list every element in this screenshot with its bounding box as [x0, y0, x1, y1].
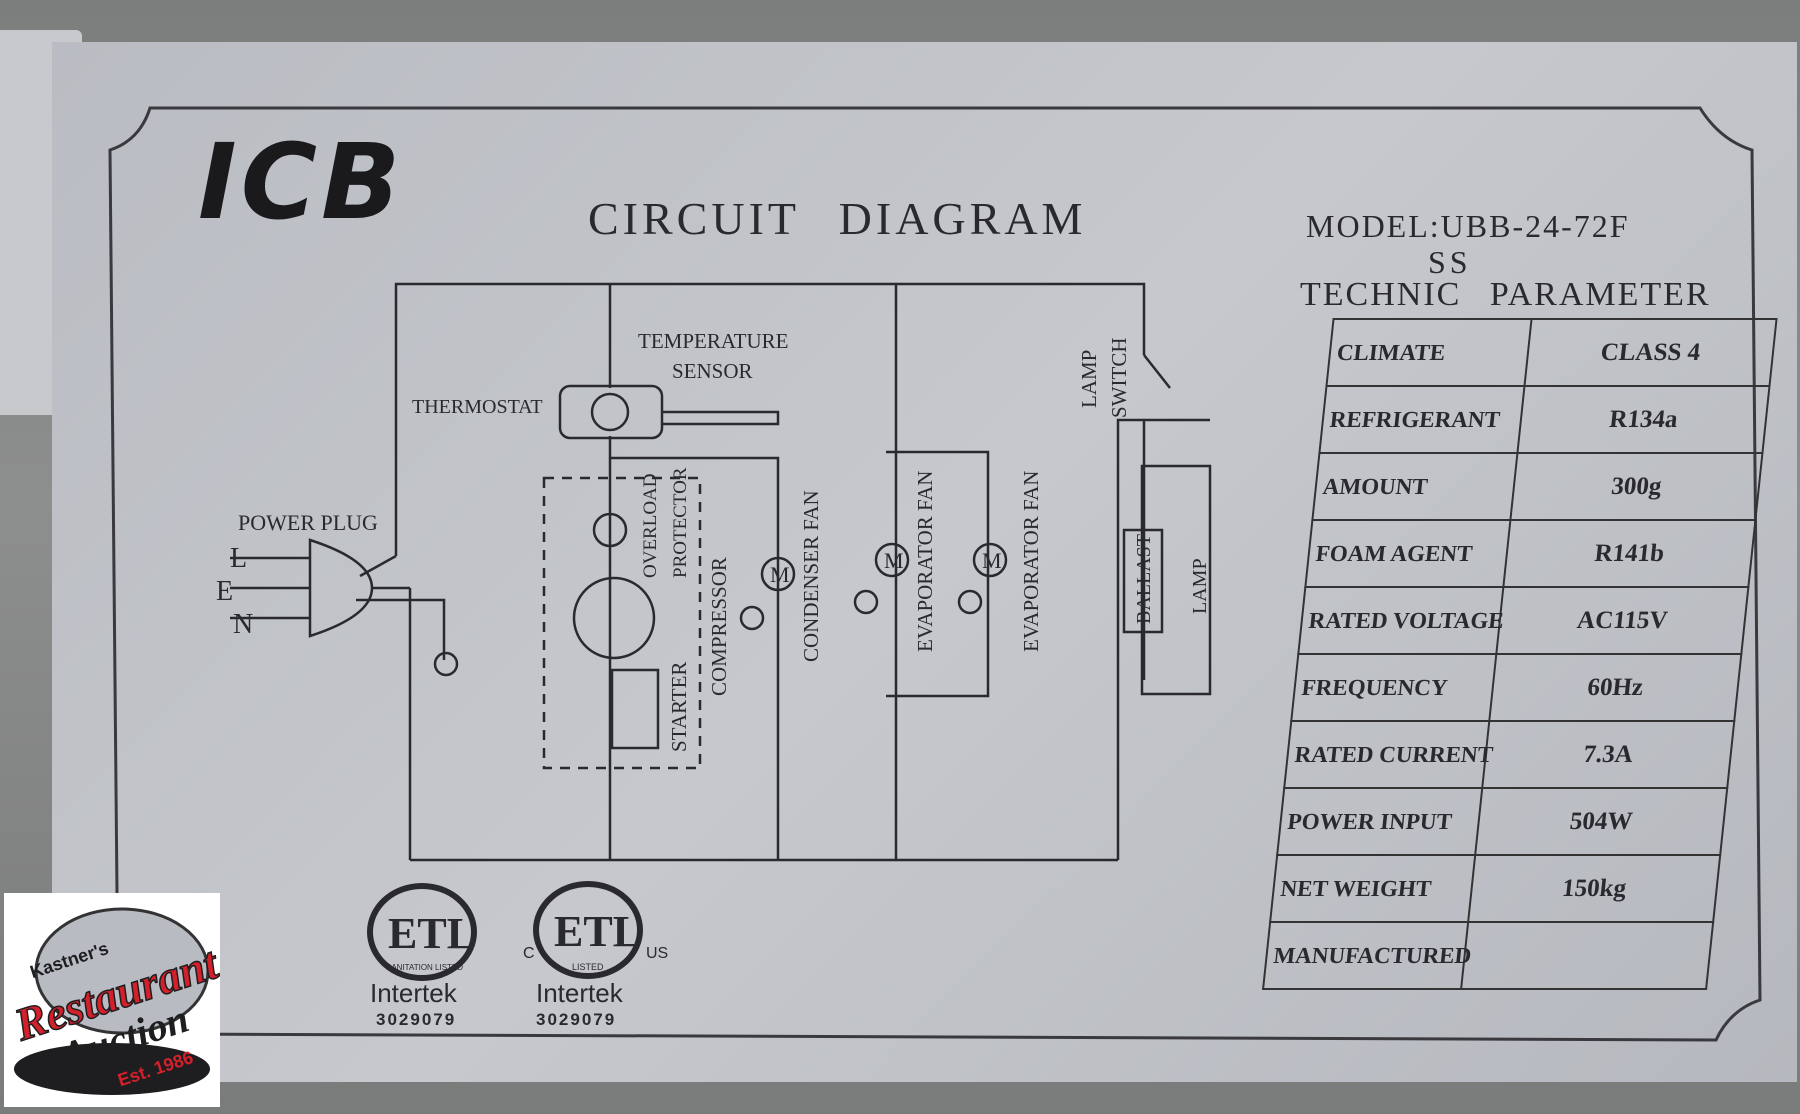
parameter-row: MANUFACTURED — [1262, 923, 1715, 990]
starter-label: STARTER — [667, 662, 691, 752]
temperature-sensor-label: TEMPERATURE — [638, 329, 789, 353]
motor-letter: M — [884, 548, 904, 573]
compressor-enclosure — [542, 476, 702, 770]
plug-body — [308, 538, 374, 638]
overload-label: PROTECTOR — [670, 467, 691, 578]
model-suffix: SS — [1428, 244, 1472, 280]
parameter-value: 7.3A — [1582, 740, 1635, 768]
lamp-switch-label: LAMP — [1077, 350, 1101, 408]
parameter-key: POWER INPUT — [1278, 789, 1484, 854]
plug-l-label: L — [230, 543, 247, 574]
lamp-return — [1116, 418, 1210, 860]
evaporator-fan-label: EVAPORATOR FAN — [1019, 471, 1043, 652]
thermostat-dial — [590, 392, 630, 432]
ground-icon — [739, 605, 765, 631]
circuit-diagram-plate — [52, 42, 1797, 1082]
parameter-row: RATED VOLTAGE AC115V — [1297, 588, 1750, 655]
lamp-tube — [1140, 464, 1212, 696]
evaporator-fan-label: EVAPORATOR FAN — [913, 471, 937, 652]
etl-sub-text: LISTED — [572, 962, 604, 972]
evaporator-loop — [886, 450, 990, 698]
condenser-fan-motor — [760, 556, 796, 592]
parameter-row: RATED CURRENT 7.3A — [1283, 722, 1736, 789]
etl-listed-mark: ETL LISTED C US — [523, 881, 668, 979]
etl-mark-text: ETL — [388, 909, 476, 958]
parameter-key: MANUFACTURED — [1264, 923, 1473, 988]
parameter-value: 150kg — [1560, 874, 1628, 902]
plug-e-label: E — [216, 576, 233, 607]
parameter-key: REFRIGERANT — [1320, 387, 1526, 452]
model-number: UBB-24-72F — [1440, 208, 1630, 244]
parameter-value: CLASS 4 — [1599, 338, 1702, 366]
ground-icon — [433, 651, 459, 677]
model-label: MODEL: — [1306, 208, 1441, 244]
sensor-probe — [662, 410, 780, 426]
parameter-row: POWER INPUT 504W — [1276, 789, 1729, 856]
condenser-fan-label: CONDENSER FAN — [799, 490, 823, 662]
parameter-key: NET WEIGHT — [1271, 856, 1477, 921]
parameter-row: CLIMATE CLASS 4 — [1325, 318, 1778, 387]
starter-box — [610, 668, 660, 750]
parameter-row: REFRIGERANT R134a — [1318, 387, 1771, 454]
etl-mark-text: ETL — [554, 907, 642, 956]
thermostat-label: THERMOSTAT — [412, 396, 543, 418]
parameter-heading: TECHNIC PARAMETER — [1300, 276, 1711, 313]
etl-sanitation-mark: ETL SANITATION LISTED — [367, 883, 477, 981]
motor-letter: M — [982, 548, 1002, 573]
parameter-value: R141b — [1593, 539, 1666, 567]
ballast-label: BALLAST — [1133, 534, 1155, 624]
intertek-label: Intertek — [370, 978, 457, 1008]
evaporator-fan-motor-2 — [972, 542, 1008, 578]
etl-sub-text: SANITATION LISTED — [386, 963, 463, 972]
etl-us-text: US — [646, 945, 668, 962]
parameter-key: FREQUENCY — [1292, 655, 1498, 720]
cert-number: 3029079 — [536, 1010, 617, 1029]
parameter-key: RATED VOLTAGE — [1299, 588, 1505, 653]
parameter-row: AMOUNT 300g — [1311, 454, 1764, 521]
power-plug-label: POWER PLUG — [238, 510, 378, 535]
motor-letter: M — [770, 562, 790, 587]
parameter-key: CLIMATE — [1327, 320, 1533, 385]
condenser-branch — [610, 456, 780, 860]
restaurant-auction-badge: Kastner's Restaurant Auction Est. 1986 — [4, 893, 226, 1107]
top-bus — [394, 282, 1146, 556]
lamp-switch-label: SWITCH — [1107, 338, 1131, 419]
ground-icon — [957, 589, 983, 615]
overload-label: OVERLOAD — [640, 474, 661, 579]
plug-wires — [356, 554, 446, 660]
evaporator-fan-motor-1 — [874, 542, 910, 578]
icb-logo: ICB — [198, 121, 405, 243]
parameter-value: 504W — [1568, 807, 1634, 835]
compressor-label: COMPRESSOR — [707, 557, 731, 696]
model-line: MODEL:UBB-24-72F — [1306, 208, 1630, 245]
plug-n-label: N — [233, 609, 253, 640]
overload-protector — [592, 512, 628, 548]
diagram-title: CIRCUIT DIAGRAM — [588, 193, 1087, 244]
parameter-key: FOAM AGENT — [1306, 521, 1512, 586]
plug-pins — [230, 556, 310, 620]
ground-icon — [853, 589, 879, 615]
parameter-row: FREQUENCY 60Hz — [1290, 655, 1743, 722]
compressor-motor — [572, 576, 656, 660]
temperature-sensor-label: SENSOR — [672, 359, 753, 383]
parameter-value: 60Hz — [1586, 673, 1645, 701]
lamp-label: LAMP — [1189, 558, 1211, 614]
parameter-value: R134a — [1608, 405, 1679, 433]
parameter-key: AMOUNT — [1313, 454, 1519, 519]
parameter-value: 300g — [1610, 472, 1663, 500]
parameter-key: RATED CURRENT — [1285, 722, 1494, 787]
lamp-switch-contact — [1143, 354, 1171, 389]
parameter-row: FOAM AGENT R141b — [1304, 521, 1757, 588]
intertek-label: Intertek — [536, 978, 623, 1008]
restaurant-auction-logo: Kastner's Restaurant Auction Est. 1986 — [7, 907, 226, 1095]
etl-c-text: C — [523, 945, 535, 962]
parameter-value: AC115V — [1575, 606, 1669, 634]
cert-number: 3029079 — [376, 1010, 457, 1029]
parameter-value — [1462, 923, 1712, 988]
parameter-row: NET WEIGHT 150kg — [1269, 856, 1722, 923]
